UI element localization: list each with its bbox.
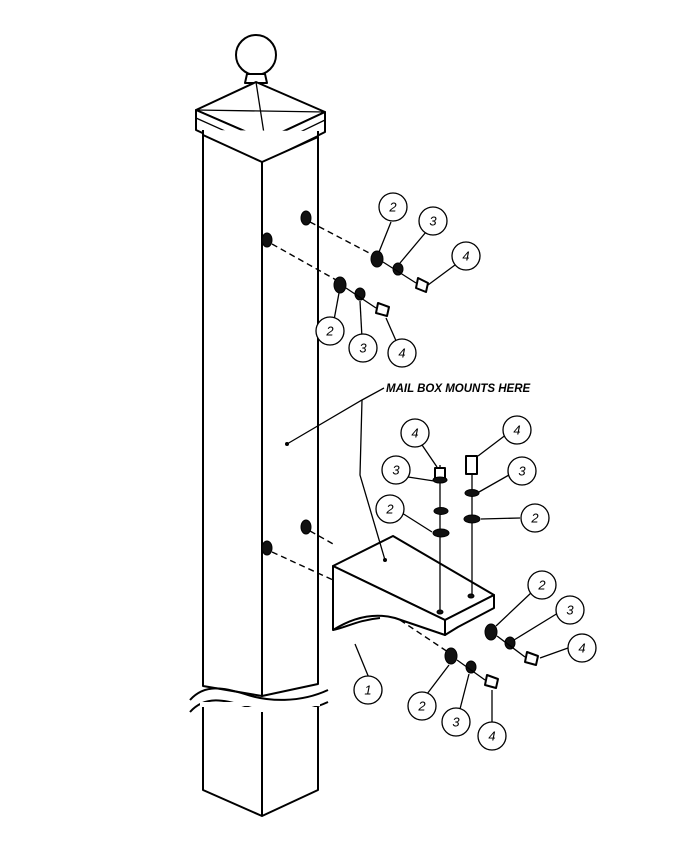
callouts: 2 3 4 2 3 4 4 3 2 4 3 2 2 3 4 1 2 3 4 — [315, 192, 597, 751]
svg-text:3: 3 — [429, 214, 437, 229]
leader-lines — [333, 221, 569, 722]
callout-l7: 4 — [477, 721, 507, 751]
post-lower-section — [202, 707, 319, 817]
svg-text:2: 2 — [325, 324, 334, 339]
svg-text:3: 3 — [518, 464, 526, 479]
post — [189, 34, 329, 817]
callout-u6: 4 — [387, 338, 417, 368]
svg-text:4: 4 — [411, 426, 418, 441]
middle-hardware — [432, 455, 481, 610]
callout-m2: 3 — [381, 455, 411, 485]
svg-text:4: 4 — [578, 641, 585, 656]
mount-note: MAIL BOX MOUNTS HERE — [285, 383, 531, 562]
svg-text:4: 4 — [398, 346, 405, 361]
callout-m6: 2 — [520, 503, 550, 533]
bracket-end — [444, 594, 495, 636]
callout-l1: 2 — [527, 570, 557, 600]
svg-text:2: 2 — [388, 200, 397, 215]
callout-l3: 4 — [567, 633, 597, 663]
post-ball-finial — [235, 34, 277, 76]
svg-text:4: 4 — [513, 423, 520, 438]
callout-u1: 2 — [378, 192, 408, 222]
callout-l6: 3 — [441, 707, 471, 737]
callout-u2: 3 — [418, 206, 448, 236]
upper-hardware — [271, 221, 429, 317]
svg-text:3: 3 — [452, 715, 460, 730]
post-break-line — [189, 687, 329, 701]
svg-text:2: 2 — [417, 699, 426, 714]
finial-neck — [244, 73, 268, 84]
callout-l5: 2 — [407, 691, 437, 721]
svg-text:4: 4 — [488, 729, 495, 744]
post-left-face — [202, 134, 263, 697]
svg-text:3: 3 — [566, 603, 574, 618]
callout-l4: 1 — [353, 675, 383, 705]
svg-text:1: 1 — [364, 683, 371, 698]
lower-hardware — [399, 619, 539, 689]
callout-l2: 3 — [555, 595, 585, 625]
callout-u5: 3 — [348, 333, 378, 363]
svg-text:3: 3 — [392, 463, 400, 478]
svg-text:3: 3 — [359, 341, 367, 356]
callout-m5: 3 — [507, 456, 537, 486]
callout-m3: 2 — [375, 494, 405, 524]
callout-u4: 2 — [315, 316, 345, 346]
callout-m4: 4 — [502, 415, 532, 445]
svg-text:2: 2 — [530, 511, 539, 526]
mount-note-text: MAIL BOX MOUNTS HERE — [386, 383, 531, 395]
post-right-face — [261, 136, 319, 697]
bracket-front — [332, 565, 446, 636]
svg-text:4: 4 — [462, 249, 469, 264]
callout-u3: 4 — [451, 241, 481, 271]
mailbox-bracket — [332, 535, 495, 636]
post-holes — [261, 210, 312, 556]
svg-text:2: 2 — [537, 578, 546, 593]
svg-text:2: 2 — [385, 502, 394, 517]
callout-m1: 4 — [400, 418, 430, 448]
